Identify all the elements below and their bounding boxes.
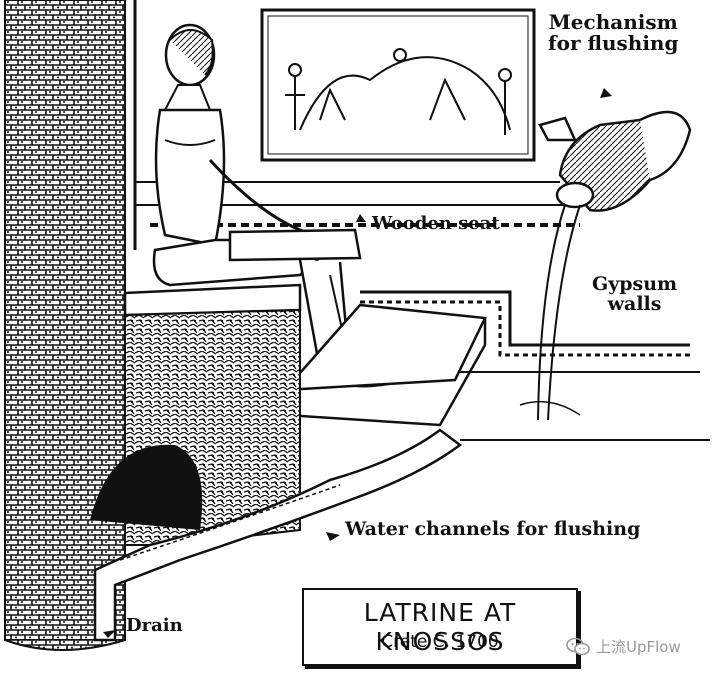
label-drain: Drain <box>126 615 183 636</box>
water-channel <box>93 428 463 642</box>
label-wooden-seat: Wooden seat <box>372 213 500 234</box>
drain-chamber <box>90 308 301 546</box>
label-gypsum-line1: Gypsum <box>592 273 678 295</box>
label-water-channels: Water channels for flushing <box>345 518 641 540</box>
label-mechanism-for-flushing: Mechanism for flushing <box>548 12 678 54</box>
title-main: LATRINE AT KNOSSOS <box>363 598 517 656</box>
watermark: 上流UpFlow <box>566 636 681 657</box>
title-sub: Crete C. 1700 <box>381 632 499 652</box>
title-cartouche: LATRINE AT KNOSSOS Crete C. 1700 <box>302 588 578 666</box>
label-mechanism-line1: Mechanism <box>548 10 678 34</box>
label-leaders <box>103 88 612 638</box>
fresco-panel <box>260 8 536 162</box>
wechat-icon <box>566 637 590 655</box>
label-gypsum-walls: Gypsum walls <box>592 273 678 315</box>
label-gypsum-line2: walls <box>607 292 662 315</box>
watermark-text: 上流UpFlow <box>596 638 681 656</box>
label-mechanism-line2: for flushing <box>548 31 679 55</box>
stone-wall <box>4 0 126 651</box>
flushing-mechanism <box>519 110 692 421</box>
